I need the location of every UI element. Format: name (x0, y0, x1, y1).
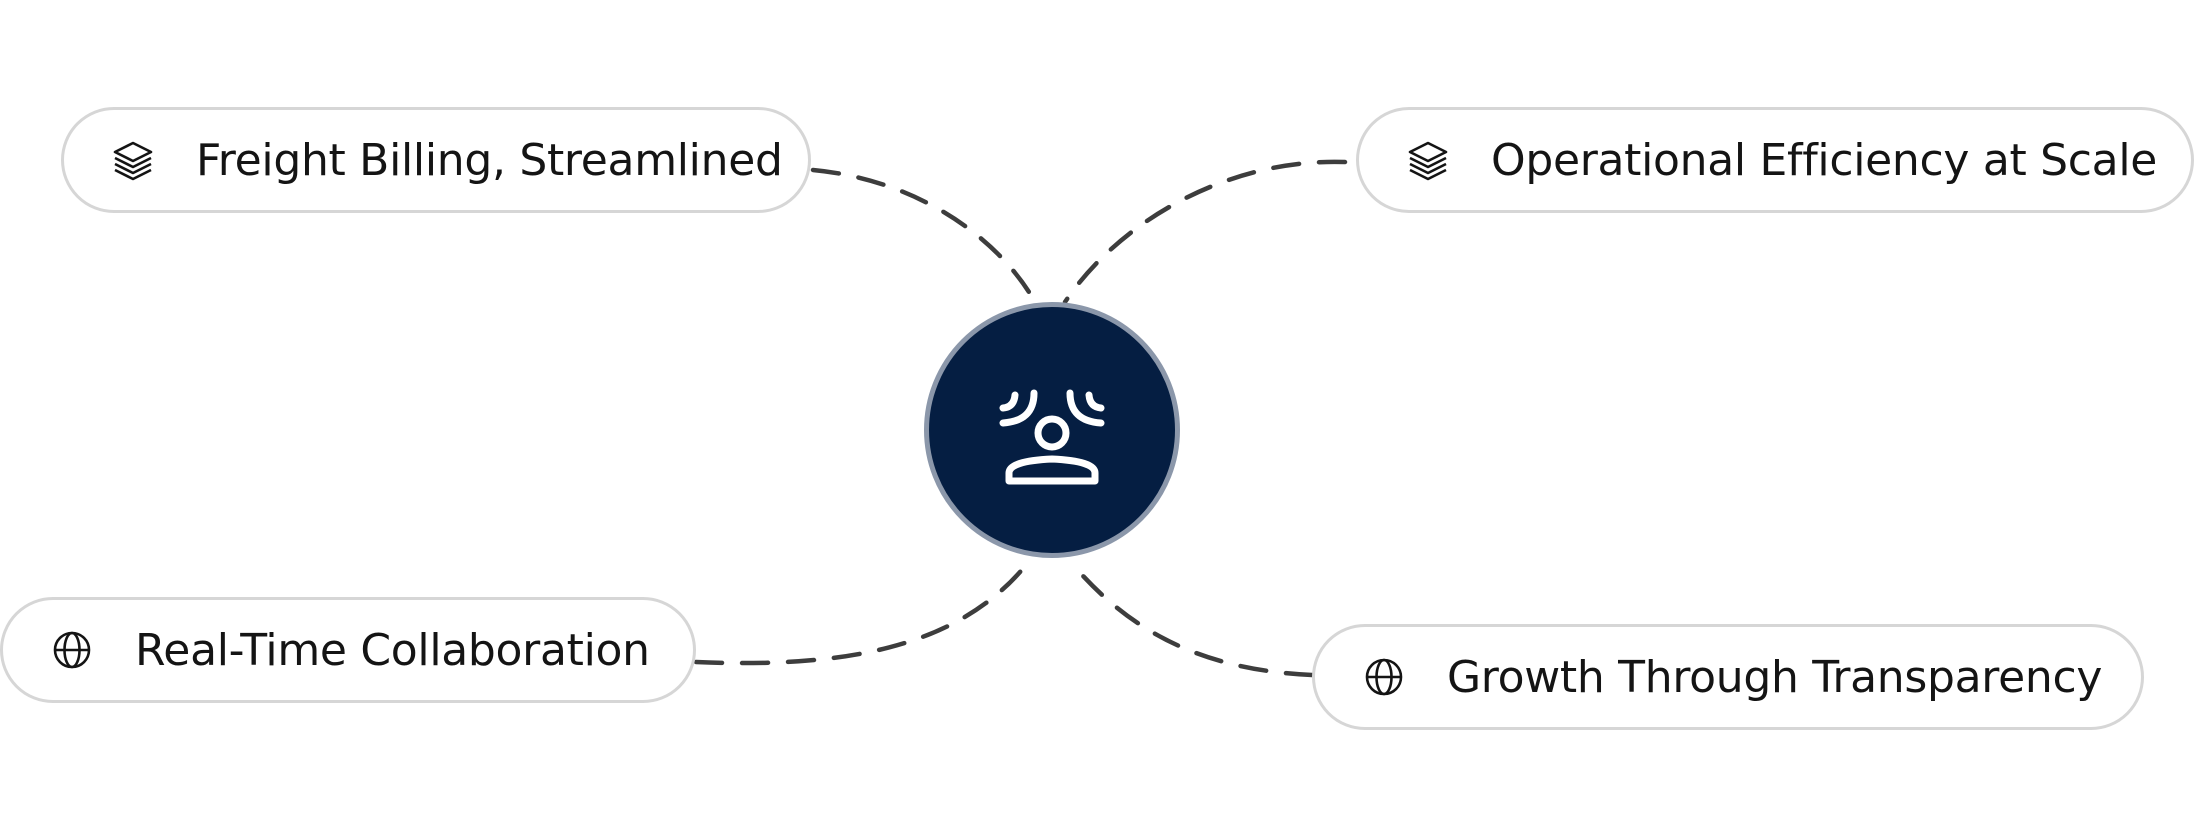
node-real-time-collaboration: Real-Time Collaboration (0, 597, 696, 703)
node-freight-billing: Freight Billing, Streamlined (61, 107, 811, 213)
node-label: Growth Through Transparency (1447, 651, 2103, 703)
node-label: Freight Billing, Streamlined (196, 134, 783, 186)
connector-freight-billing (810, 167, 1038, 305)
node-label: Real-Time Collaboration (135, 624, 650, 676)
connector-real-time-collaboration (693, 557, 1033, 666)
node-growth-transparency: Growth Through Transparency (1312, 624, 2144, 730)
globe-icon (49, 627, 95, 673)
layers-icon (1405, 137, 1451, 183)
person-broadcast-icon (999, 389, 1105, 485)
node-label: Operational Efficiency at Scale (1491, 134, 2158, 186)
connector-operational-efficiency (1062, 159, 1348, 305)
layers-icon (110, 137, 156, 183)
globe-icon (1361, 654, 1407, 700)
center-hub (924, 302, 1180, 558)
connector-growth-transparency (1072, 564, 1315, 678)
node-operational-efficiency: Operational Efficiency at Scale (1356, 107, 2194, 213)
